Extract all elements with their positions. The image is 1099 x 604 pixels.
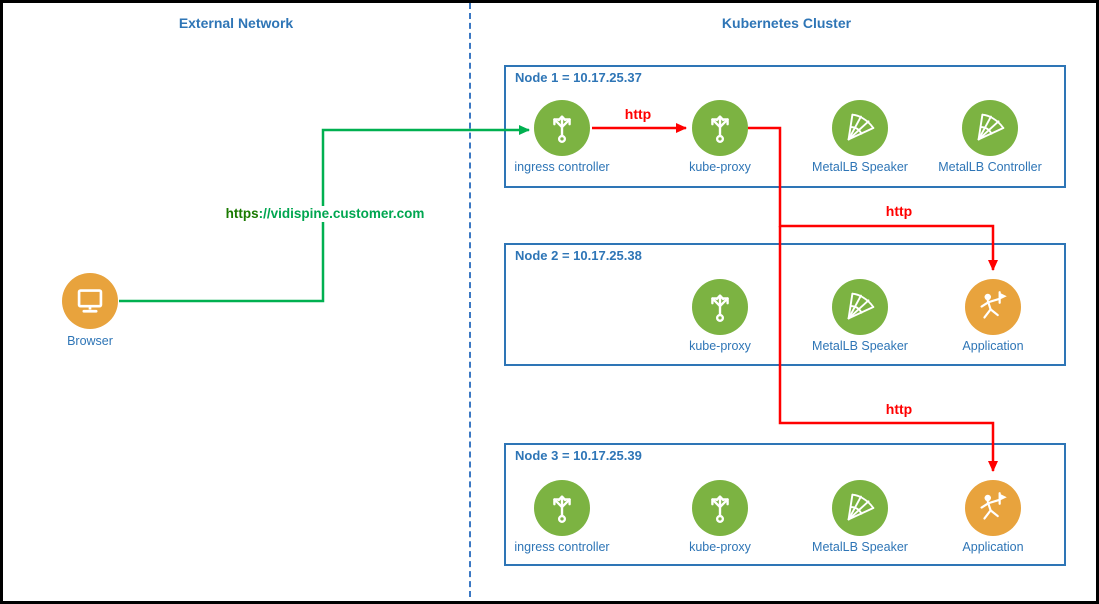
node2-application-label: Application — [960, 339, 1026, 354]
node1-metallb-controller — [962, 100, 1018, 156]
node-1-title: Node 1 = 10.17.25.37 — [513, 70, 644, 85]
node3-kube-proxy — [692, 480, 748, 536]
node3-kube-proxy-label: kube-proxy — [687, 540, 753, 555]
https-scheme-text: https — [225, 206, 259, 221]
network-boundary-divider — [469, 3, 471, 601]
net-fan-icon — [841, 109, 879, 147]
node2-metallb-speaker — [832, 279, 888, 335]
http-label-node1: http — [621, 106, 655, 123]
https-url-label: https://vidispine.customer.com — [222, 206, 428, 223]
http-label-node3: http — [882, 401, 916, 418]
node1-ingress-controller — [534, 100, 590, 156]
node1-metallb-speaker-label: MetalLB Speaker — [810, 160, 910, 175]
node3-metallb-speaker — [832, 480, 888, 536]
node2-application — [965, 279, 1021, 335]
node-2-title: Node 2 = 10.17.25.38 — [513, 248, 644, 263]
node2-kube-proxy — [692, 279, 748, 335]
net-fan-icon — [971, 109, 1009, 147]
node1-kube-proxy-label: kube-proxy — [687, 160, 753, 175]
monitor-icon — [71, 282, 109, 320]
branch-arrows-icon — [543, 489, 581, 527]
node3-application — [965, 480, 1021, 536]
node2-metallb-speaker-label: MetalLB Speaker — [810, 339, 910, 354]
kubernetes-cluster-title: Kubernetes Cluster — [721, 15, 852, 31]
node3-ingress-controller-label: ingress controller — [512, 540, 612, 555]
net-fan-icon — [841, 489, 879, 527]
http-label-node2: http — [882, 203, 916, 220]
node1-ingress-controller-label: ingress controller — [512, 160, 612, 175]
person-with-flag-icon — [974, 489, 1012, 527]
net-fan-icon — [841, 288, 879, 326]
node1-metallb-speaker — [832, 100, 888, 156]
browser-node — [62, 273, 118, 329]
node3-metallb-speaker-label: MetalLB Speaker — [810, 540, 910, 555]
node3-ingress-controller — [534, 480, 590, 536]
branch-arrows-icon — [543, 109, 581, 147]
https-host-text: ://vidispine.customer.com — [258, 206, 425, 221]
node2-kube-proxy-label: kube-proxy — [687, 339, 753, 354]
branch-arrows-icon — [701, 109, 739, 147]
branch-arrows-icon — [701, 288, 739, 326]
node3-application-label: Application — [960, 540, 1026, 555]
browser-label: Browser — [65, 334, 115, 349]
external-network-title: External Network — [178, 15, 294, 31]
node1-kube-proxy — [692, 100, 748, 156]
node1-metallb-controller-label: MetalLB Controller — [936, 160, 1044, 175]
branch-arrows-icon — [701, 489, 739, 527]
node-3-title: Node 3 = 10.17.25.39 — [513, 448, 644, 463]
person-with-flag-icon — [974, 288, 1012, 326]
